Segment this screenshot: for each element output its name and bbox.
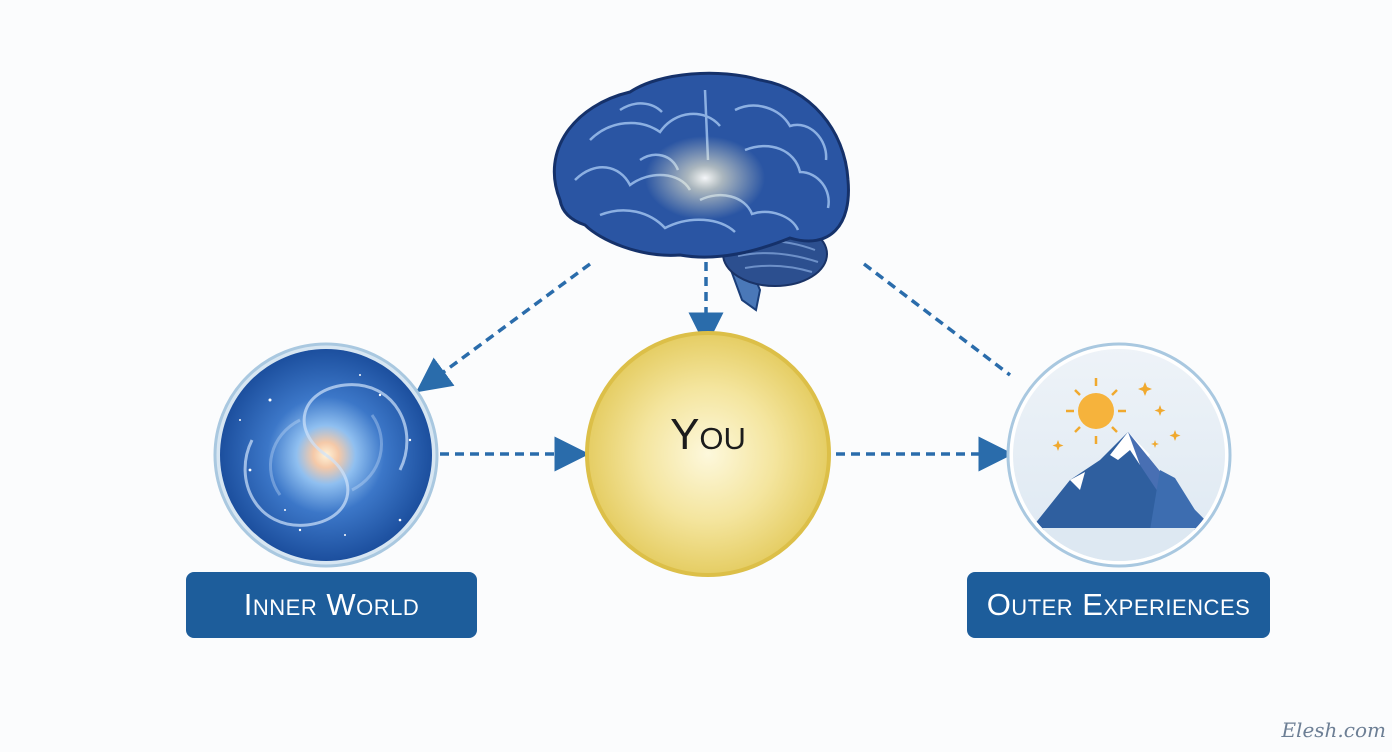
inner-world-text: Inner World: [243, 587, 420, 622]
outer-experiences-text: Outer Experiences: [986, 587, 1251, 622]
line-brain-to-outer: [862, 262, 1012, 377]
outer-experiences-label: Outer Experiences: [967, 572, 1270, 638]
mountain-sun-icon: [1006, 342, 1232, 568]
connector-arrows: [415, 262, 1014, 472]
brain-icon: [553, 71, 850, 312]
inner-world-label: Inner World: [186, 572, 477, 638]
watermark: Elesh.com: [1281, 718, 1386, 742]
you-label: You: [670, 410, 746, 459]
galaxy-icon: [213, 342, 439, 568]
arrow-brain-to-inner: [415, 262, 592, 393]
you-circle: [585, 331, 831, 577]
sun-icon: [1066, 378, 1126, 444]
